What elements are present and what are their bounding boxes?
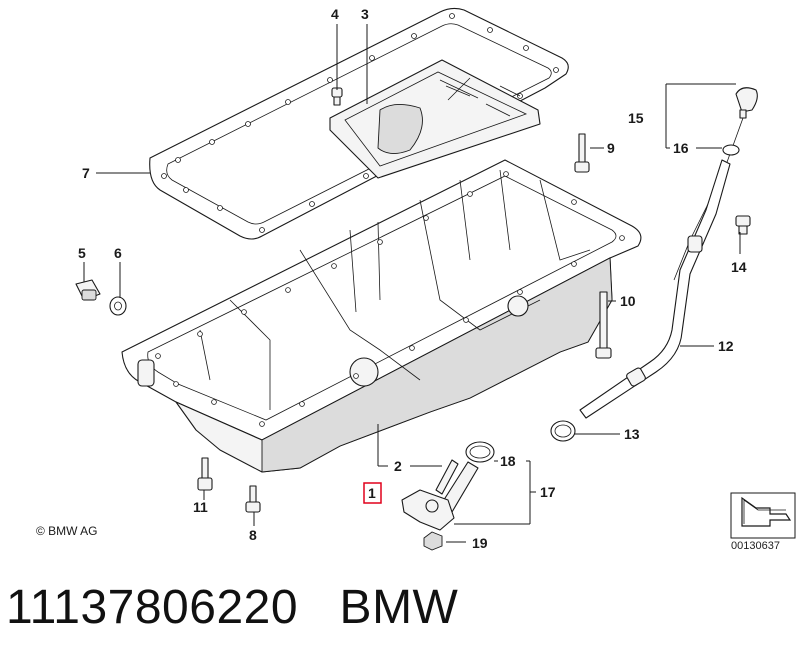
callout-12: 12 [718, 338, 734, 354]
callout-2: 2 [394, 458, 402, 474]
callout-18: 18 [500, 453, 516, 469]
callout-19: 19 [472, 535, 488, 551]
bolt-10 [595, 291, 612, 359]
screw-2 [435, 459, 459, 495]
callout-15: 15 [628, 110, 644, 126]
callout-9: 9 [607, 140, 615, 156]
callout-6: 6 [114, 245, 122, 261]
part-number: 11137806220 [6, 581, 299, 634]
oil-guide-tube [579, 159, 731, 419]
callout-11: 11 [193, 499, 208, 515]
callout-3: 3 [361, 6, 369, 22]
callouts: 4 3 7 5 6 9 15 16 14 10 12 13 2 18 17 1 … [78, 6, 747, 551]
callout-1: 1 [368, 485, 376, 501]
bolt-8 [245, 485, 261, 513]
callout-13: 13 [624, 426, 640, 442]
drain-plug [75, 279, 101, 301]
callout-10: 10 [620, 293, 636, 309]
bolt-14 [735, 215, 751, 235]
orientation-arrow-icon [730, 492, 796, 539]
dipstick [673, 87, 758, 281]
callout-17: 17 [540, 484, 556, 500]
nut-19 [423, 531, 443, 551]
callout-8: 8 [249, 527, 257, 543]
leader-lines [83, 24, 741, 543]
callout-14: 14 [731, 259, 747, 275]
baffle-plate [329, 59, 541, 179]
bolt-4 [331, 87, 343, 106]
oil-pan [121, 159, 642, 473]
copyright-text: © BMW AG [36, 524, 98, 538]
diagram-reference-number: 00130637 [731, 540, 780, 552]
callout-7: 7 [82, 165, 90, 181]
callout-16: 16 [673, 140, 689, 156]
o-ring-18 [465, 441, 495, 463]
callout-1-highlight: 1 [363, 482, 382, 504]
o-ring-13 [550, 420, 576, 442]
bolt-9 [574, 133, 590, 173]
callout-5: 5 [78, 245, 86, 261]
part-caption: 11137806220 BMW [6, 580, 458, 635]
bolt-11 [197, 457, 213, 491]
callout-4: 4 [331, 6, 339, 22]
sealing-ring [109, 296, 127, 316]
brand-name: BMW [339, 581, 459, 634]
oil-level-sensor [401, 461, 479, 531]
